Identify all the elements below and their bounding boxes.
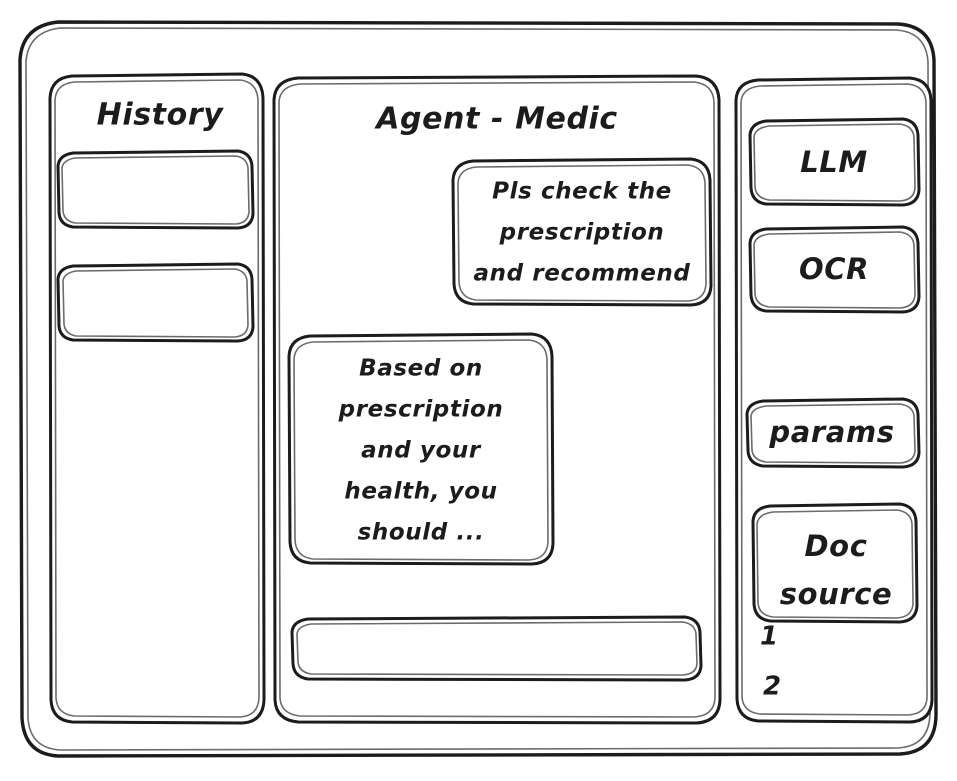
message-assistant-line-4: health, you — [344, 479, 497, 505]
message-assistant-line-2: prescription — [338, 397, 504, 423]
message-user-line-1: Pls check the — [492, 179, 672, 205]
agent-panel-title: Agent - Medic — [374, 102, 618, 137]
agent-title-text: Agent - Medic — [374, 102, 618, 137]
message-user-line-2: prescription — [499, 220, 665, 246]
message-bubble-assistant: Based on prescription and your health, y… — [287, 332, 555, 566]
message-user-line-3: and recommend — [474, 261, 691, 287]
history-item-1[interactable] — [56, 149, 255, 230]
doc-list-item-1[interactable]: 1 — [760, 622, 779, 652]
tool-ocr[interactable]: OCR — [748, 225, 921, 314]
message-bubble-user: Pls check the prescription and recommend — [451, 157, 713, 307]
message-assistant-line-5: should ... — [358, 520, 485, 546]
tool-ocr-label: OCR — [799, 252, 869, 286]
history-panel — [48, 72, 266, 725]
doc-source-line-1: Doc — [805, 529, 868, 563]
doc-list-item-2[interactable]: 2 — [763, 672, 782, 702]
history-title-text: History — [97, 98, 225, 133]
doc-list-item-2-label: 2 — [763, 672, 782, 702]
message-assistant-line-3: and your — [361, 438, 482, 464]
doc-source-line-2: source — [780, 577, 893, 611]
doc-list-item-1-label: 1 — [760, 622, 779, 652]
message-composer-input[interactable] — [290, 615, 703, 682]
tool-llm-label: LLM — [800, 145, 868, 179]
params-box[interactable]: params — [745, 397, 921, 469]
params-label: params — [768, 415, 894, 449]
app-window-frame — [18, 20, 938, 758]
doc-source-box[interactable]: Doc source — [751, 502, 919, 624]
message-assistant-line-1: Based on — [359, 356, 483, 382]
history-item-2[interactable] — [56, 262, 255, 343]
tool-llm[interactable]: LLM — [748, 117, 921, 207]
history-panel-title: History — [97, 98, 225, 133]
